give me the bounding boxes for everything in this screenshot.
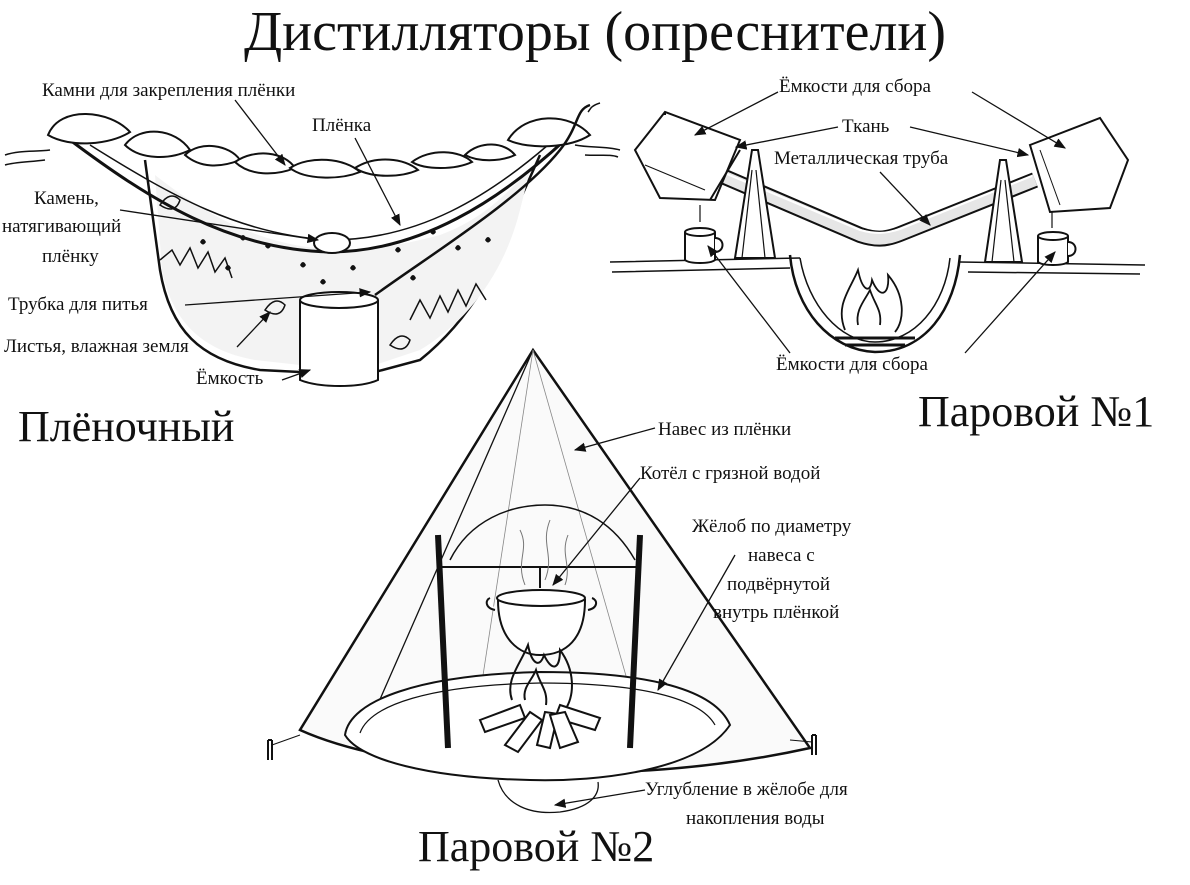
label-pot: Котёл с грязной водой [640,463,821,484]
collection-container [299,291,379,387]
mug-right [1037,231,1077,266]
label-containers-top: Ёмкости для сбора [779,76,931,97]
ground-line-left [4,149,51,166]
page-title: Дистилляторы (опреснители) [243,1,947,63]
label-cloth: Ткань [842,116,890,137]
section-title-steam2: Паровой №2 [418,822,655,871]
steam2-leader-lines [552,427,736,808]
water-pit [497,779,599,814]
label-stone-tension-1: Камень, [34,188,99,209]
stake-left [267,739,273,760]
film-leader-lines [119,99,401,381]
label-tube: Трубка для питья [8,294,148,315]
fire-1 [835,266,915,347]
stake-right [811,734,817,755]
top-container-right [1028,116,1130,214]
label-stone-tension-2: натягивающий [2,216,122,237]
pot [485,567,598,657]
label-pipe: Металлическая труба [774,148,949,169]
label-gutter-3: подвёрнутой [727,574,831,595]
fire-2 [478,641,602,754]
pole-right [627,534,643,749]
plants-left [159,246,233,279]
steam1-leader-lines [693,91,1067,354]
drinking-tube [374,103,591,297]
inner-dome [449,504,636,561]
leaf-1 [263,300,286,315]
tension-stone [313,232,351,254]
label-gutter-1: Жёлоб по диаметру [692,516,852,537]
leaf-2 [388,335,411,350]
steam1-drawing [609,91,1146,354]
support-right [983,159,1024,263]
steam2-drawing [267,347,817,814]
plants-right [409,282,487,321]
label-stones: Камни для закрепления плёнки [42,80,296,101]
top-container-left [633,110,742,202]
label-pit-2: накопления воды [686,808,825,829]
fire-pit [788,254,962,354]
film-still-drawing [4,99,621,387]
label-gutter-2: навеса с [748,545,815,566]
label-containers-bottom: Ёмкости для сбора [776,354,928,375]
pit-soil [155,170,530,365]
label-film: Плёнка [312,115,372,136]
label-canopy: Навес из плёнки [658,419,792,440]
label-stone-tension-3: плёнку [42,246,99,267]
label-pit-1: Углубление в жёлобе для [645,779,848,800]
section-title-steam1: Паровой №1 [918,387,1155,436]
label-gutter-4: внутрь плёнкой [713,602,840,623]
rim-stones [46,113,592,179]
label-container: Ёмкость [196,368,264,389]
pole-left [435,534,451,749]
section-title-film: Плёночный [18,402,235,451]
steam-wisps [519,519,569,586]
leaf-3 [158,195,181,210]
label-leaves: Листья, влажная земля [4,336,189,357]
support-left [733,149,777,259]
ground-line-right [574,144,621,158]
